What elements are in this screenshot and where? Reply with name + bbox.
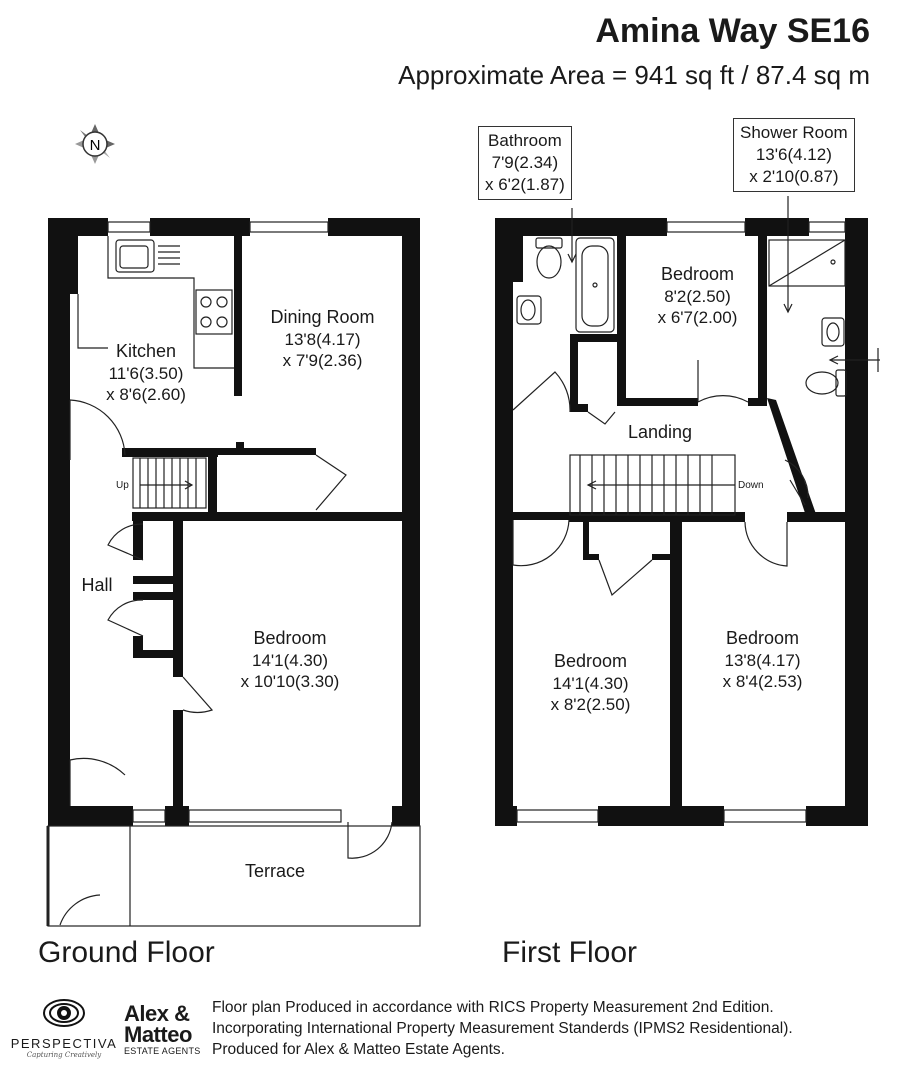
room-name: Bedroom [725,628,800,648]
approximate-area: Approximate Area = 941 sq ft / 87.4 sq m [398,60,870,90]
room-name: Bathroom [488,131,562,150]
room-dim-1: 13'6(4.12) [755,145,832,165]
room-dim-2: x 6'2(1.87) [485,175,565,195]
ground-floor-plan [48,218,420,826]
alex-matteo-logo: Alex & Matteo ESTATE AGENTS [124,1001,206,1056]
footer-line-1: Floor plan Produced in accordance with R… [212,999,774,1016]
room-name: Bedroom [253,628,327,648]
room-name: Bedroom [553,651,628,671]
room-name: Terrace [244,861,306,881]
room-dim-2: x 8'4(2.53) [722,671,803,691]
room-dim-1: 8'2(2.50) [664,286,731,306]
ground-left-wall [48,218,70,826]
room-name: Landing [627,422,693,442]
room-dim-1: 13'8(4.17) [724,650,801,670]
room-name: Kitchen [115,341,177,361]
callout-bathroom: Bathroom 7'9(2.34) x 6'2(1.87) [478,126,572,201]
eye-logo-icon [43,999,85,1027]
stairs-down-label: Down [738,480,764,491]
room-label-first-bedroom-top: Bedroom 8'2(2.50) x 6'7(2.00) [640,263,755,328]
room-dim-1: 14'1(4.30) [251,650,329,670]
room-label-ground-bedroom: Bedroom 14'1(4.30) x 10'10(3.30) [220,627,360,692]
ground-floor-lines [46,221,421,927]
room-label-first-bedroom-right: Bedroom 13'8(4.17) x 8'4(2.53) [700,627,825,692]
room-label-landing: Landing [620,421,700,444]
room-label-dining: Dining Room 13'8(4.17) x 7'9(2.36) [255,306,390,371]
footer-line-3: Produced for Alex & Matteo Estate Agents… [212,1040,505,1058]
room-dim-2: x 2'10(0.87) [749,167,839,187]
compass-icon: N [75,124,115,164]
first-floor-label: First Floor [502,936,637,969]
room-dim-1: 7'9(2.34) [491,153,559,173]
room-dim-2: x 6'7(2.00) [657,307,738,327]
room-dim-2: x 8'2(2.50) [550,694,631,714]
logo-subtitle: ESTATE AGENTS [124,1045,201,1056]
room-dim-1: 14'1(4.30) [552,673,629,693]
room-dim-1: 13'8(4.17) [284,329,361,349]
property-title: Amina Way SE16 [595,12,870,50]
ground-floor-label: Ground Floor [38,936,215,969]
compass-north-label: N [90,137,101,154]
room-dim-2: x 7'9(2.36) [282,350,363,370]
first-floor-plan [495,218,868,826]
room-dim-2: x 8'6(2.60) [106,384,186,404]
room-name: Dining Room [270,307,375,327]
kitchen-dining-partition [234,236,242,396]
room-label-kitchen: Kitchen 11'6(3.50) x 8'6(2.60) [100,340,192,405]
room-name: Shower Room [740,123,848,142]
room-label-hall: Hall [74,574,120,597]
perspectiva-tagline: Capturing Creatively [26,1051,102,1059]
footer-disclaimer: Floor plan Produced in accordance with R… [212,998,793,1061]
perspectiva-logo: PERSPECTIVA Capturing Creatively [8,997,120,1059]
room-name: Bedroom [660,264,735,284]
footer-line-2: Incorporating International Property Mea… [212,1019,793,1037]
perspectiva-name: PERSPECTIVA [10,1036,118,1051]
first-left-wall [495,218,513,826]
logo-brand-line-2: Matteo [124,1021,192,1047]
room-label-terrace: Terrace [230,860,320,883]
callout-shower-room: Shower Room 13'6(4.12) x 2'10(0.87) [733,118,855,193]
ground-right-wall [402,218,420,826]
room-dim-1: 11'6(3.50) [108,363,184,383]
room-label-first-bedroom-left: Bedroom 14'1(4.30) x 8'2(2.50) [528,650,653,715]
room-dim-2: x 10'10(3.30) [240,671,340,691]
stairs-up-label: Up [116,480,129,491]
room-name: Hall [81,575,113,595]
first-floor-lines [512,196,880,823]
logo-brand-line-1: Alex & [124,1001,190,1026]
